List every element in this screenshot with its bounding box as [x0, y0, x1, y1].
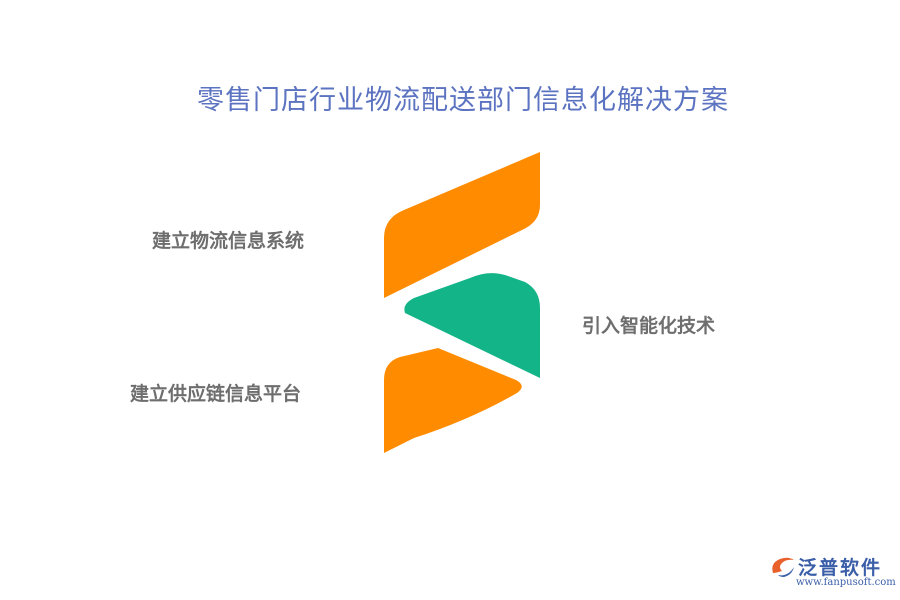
- brand-url: www.fanpusoft.com: [796, 577, 896, 588]
- page-title: 零售门店行业物流配送部门信息化解决方案: [197, 85, 729, 116]
- brand-logo-icon: [772, 557, 794, 577]
- shape-top-orange: [384, 152, 540, 298]
- item-label-logistics-system: 建立物流信息系统: [152, 230, 305, 252]
- brand-logo: 泛普软件 www.fanpusoft.com: [770, 553, 896, 593]
- item-label-supply-chain-platform: 建立供应链信息平台: [130, 383, 302, 405]
- item-label-intelligent-tech: 引入智能化技术: [582, 315, 716, 337]
- shape-bottom-orange: [384, 348, 522, 453]
- shape-middle-green: [404, 273, 540, 378]
- brand-name: 泛普软件: [798, 557, 883, 579]
